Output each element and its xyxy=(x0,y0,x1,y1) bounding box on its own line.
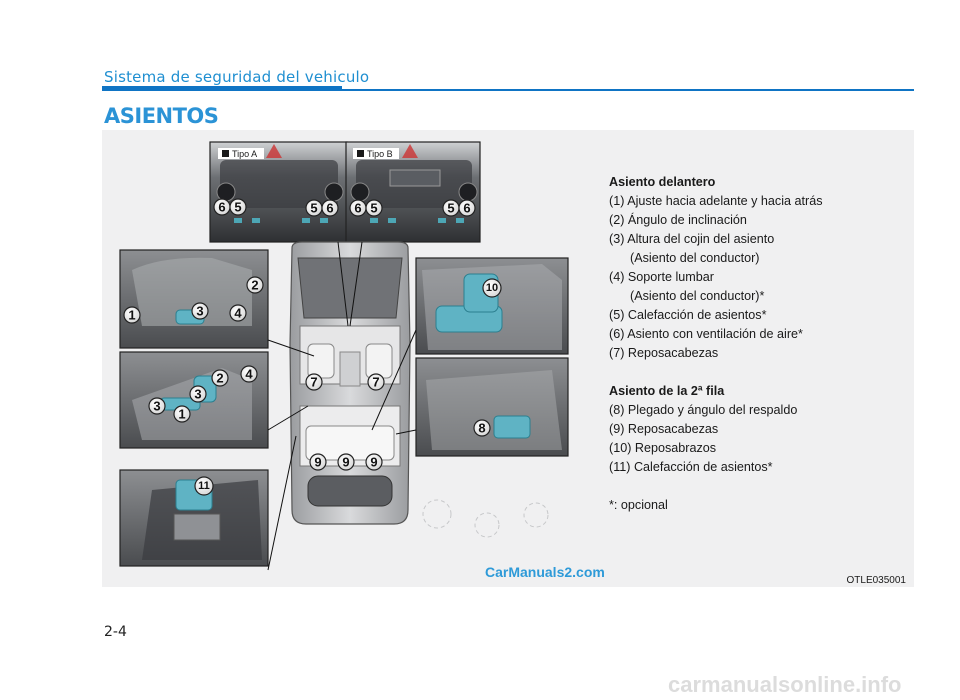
svg-text:9: 9 xyxy=(314,455,321,470)
callout-1-middle: 1 xyxy=(173,405,191,423)
legend-item-7: (7) Reposacabezas xyxy=(609,346,719,360)
section-rule xyxy=(342,89,914,91)
site-watermark: carmanualsonline.info xyxy=(668,672,902,697)
legend-front-heading: Asiento delantero xyxy=(609,175,716,189)
callout-3-upper: 3 xyxy=(191,302,209,320)
callout-9-left: 9 xyxy=(309,453,327,471)
svg-text:3: 3 xyxy=(153,399,160,414)
legend-item-3-sub: (Asiento del conductor) xyxy=(630,251,760,265)
svg-text:4: 4 xyxy=(245,367,253,382)
callout-9-right: 9 xyxy=(365,453,383,471)
callout-1-upper: 1 xyxy=(123,306,141,324)
callout-6-a-right: 6 xyxy=(321,199,339,217)
legend-item-1: (1) Ajuste hacia adelante y hacia atrás xyxy=(609,194,823,208)
callout-7-right: 7 xyxy=(367,373,385,391)
callout-3-middle-b: 3 xyxy=(148,397,166,415)
callout-5-a-right: 5 xyxy=(305,199,323,217)
svg-text:6: 6 xyxy=(218,200,225,215)
callout-5-b-right: 5 xyxy=(442,199,460,217)
rear-seat-panel-lower xyxy=(415,357,569,457)
tipo-a-label: Tipo A xyxy=(232,149,257,159)
legend-item-6: (6) Asiento con ventilación de aire* xyxy=(609,327,803,341)
legend-item-3: (3) Altura del cojin del asiento xyxy=(609,232,775,246)
page-heading: ASIENTOS xyxy=(104,104,219,128)
callout-6-a-left: 6 xyxy=(213,198,231,216)
callout-4-upper: 4 xyxy=(229,304,247,322)
section-bar xyxy=(102,86,342,91)
svg-text:2: 2 xyxy=(251,278,258,293)
callout-2-upper: 2 xyxy=(246,276,264,294)
section-title: Sistema de seguridad del vehiculo xyxy=(104,68,370,86)
svg-text:6: 6 xyxy=(354,201,361,216)
svg-text:5: 5 xyxy=(310,201,317,216)
tipo-b-label: Tipo B xyxy=(367,149,393,159)
callout-5-a-left: 5 xyxy=(229,198,247,216)
callout-6-b-right: 6 xyxy=(458,199,476,217)
callout-11: 11 xyxy=(194,476,214,496)
dash-panel-tipo-a xyxy=(209,141,348,243)
svg-text:7: 7 xyxy=(372,375,379,390)
rear-seat-panel-upper xyxy=(415,257,569,355)
callout-7-left: 7 xyxy=(305,373,323,391)
legend-rear-heading: Asiento de la 2ª fila xyxy=(609,384,725,398)
svg-text:2: 2 xyxy=(216,371,223,386)
callout-3-middle-a: 3 xyxy=(189,385,207,403)
svg-text:11: 11 xyxy=(198,480,210,492)
svg-text:5: 5 xyxy=(447,201,454,216)
legend-item-9: (9) Reposacabezas xyxy=(609,422,719,436)
legend: Asiento delantero (1) Ajuste hacia adela… xyxy=(609,173,909,515)
svg-text:6: 6 xyxy=(463,201,470,216)
callout-10: 10 xyxy=(482,278,502,298)
legend-item-10: (10) Reposabrazos xyxy=(609,441,717,455)
svg-text:6: 6 xyxy=(326,201,333,216)
legend-spacer xyxy=(609,363,909,382)
legend-item-8: (8) Plegado y ángulo del respaldo xyxy=(609,403,798,417)
legend-item-11: (11) Calefacción de asientos* xyxy=(609,460,773,474)
door-panel-lower xyxy=(119,469,269,567)
figure-code: OTLE035001 xyxy=(846,575,907,586)
callout-2-middle: 2 xyxy=(211,369,229,387)
car-top-view xyxy=(289,241,549,538)
seats-figure: Tipo A Tipo B xyxy=(102,130,914,587)
svg-text:3: 3 xyxy=(196,304,203,319)
callout-6-b-left: 6 xyxy=(349,199,367,217)
callouts: 6 5 5 6 6 5 5 6 2 1 3 4 2 4 3 3 1 11 7 7… xyxy=(123,198,502,496)
callout-4-middle: 4 xyxy=(240,365,258,383)
legend-item-5: (5) Calefacción de asientos* xyxy=(609,308,767,322)
svg-text:7: 7 xyxy=(310,375,317,390)
legend-item-4-sub: (Asiento del conductor)* xyxy=(630,289,765,303)
svg-text:5: 5 xyxy=(234,200,241,215)
svg-text:10: 10 xyxy=(486,282,498,294)
svg-text:9: 9 xyxy=(370,455,377,470)
legend-item-2: (2) Ángulo de inclinación xyxy=(609,213,747,227)
svg-text:4: 4 xyxy=(234,306,242,321)
svg-text:1: 1 xyxy=(128,308,135,323)
svg-text:9: 9 xyxy=(342,455,349,470)
legend-note: *: opcional xyxy=(609,498,668,512)
carmanuals-watermark: CarManuals2.com xyxy=(485,564,605,580)
seats-illustration: Tipo A Tipo B xyxy=(119,141,569,571)
callout-9-center: 9 xyxy=(337,453,355,471)
legend-item-4: (4) Soporte lumbar xyxy=(609,270,714,284)
svg-text:5: 5 xyxy=(370,201,377,216)
callout-8: 8 xyxy=(473,419,491,437)
seat-side-panel-upper xyxy=(119,249,269,349)
page-number: 2-4 xyxy=(104,624,127,640)
leader-lines xyxy=(267,241,417,571)
svg-text:3: 3 xyxy=(194,387,201,402)
legend-spacer xyxy=(609,477,909,496)
callout-5-b-left: 5 xyxy=(365,199,383,217)
svg-text:1: 1 xyxy=(178,407,185,422)
svg-text:8: 8 xyxy=(478,421,485,436)
